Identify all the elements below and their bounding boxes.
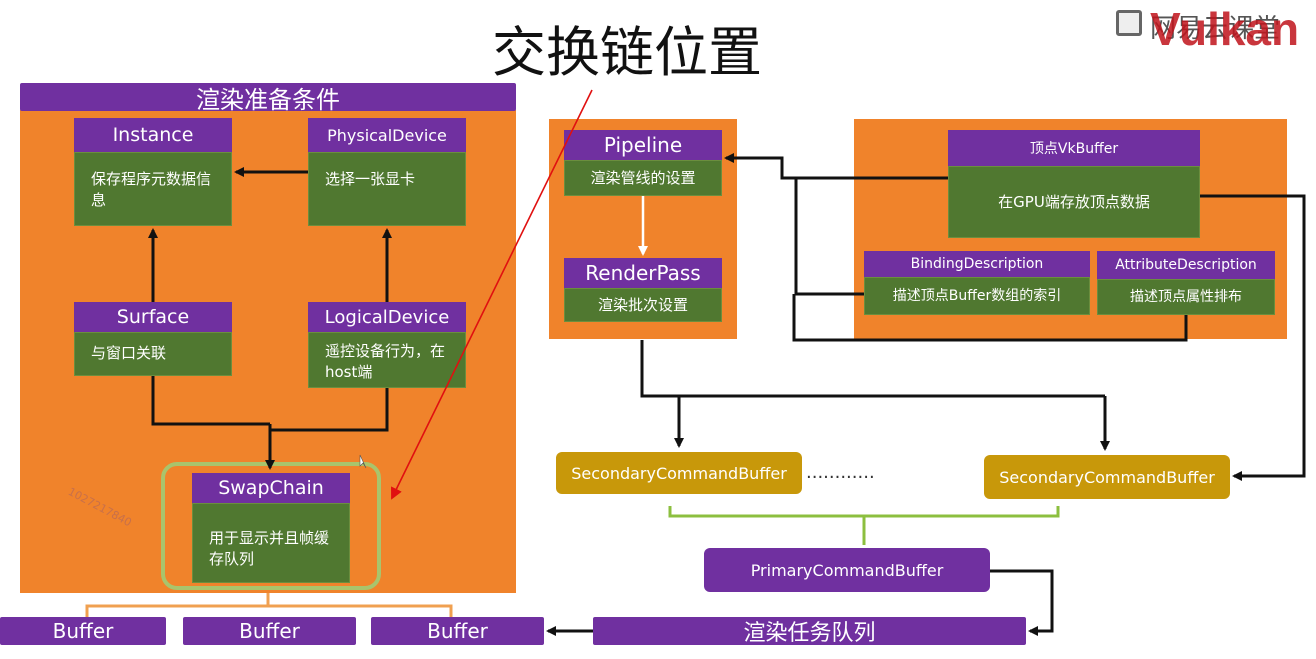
line-logical-down (270, 388, 389, 432)
pipeline-body: 渲染管线的设置 (564, 160, 722, 196)
ellipsis-dots: ............ (806, 462, 875, 483)
buffer-3: Buffer (371, 617, 544, 645)
arrow-vkbuffer-to-pipeline (724, 153, 948, 180)
secondary-bracket (668, 506, 1060, 545)
binding-description-node: BindingDescription 描述顶点Buffer数组的索引 (864, 251, 1090, 315)
buffer-1: Buffer (0, 617, 166, 645)
secondary-command-buffer-1: SecondaryCommandBuffer (556, 452, 802, 494)
binding-description-title: BindingDescription (864, 251, 1090, 277)
attribute-description-body: 描述顶点属性排布 (1097, 279, 1275, 315)
renderpass-body: 渲染批次设置 (564, 288, 722, 322)
page-title: 交换链位置 (492, 21, 762, 84)
instance-body: 保存程序元数据信息 (74, 152, 232, 226)
renderpass-title: RenderPass (564, 258, 722, 288)
physical-device-node: PhysicalDevice 选择一张显卡 (308, 118, 466, 226)
binding-description-body: 描述顶点Buffer数组的索引 (864, 277, 1090, 315)
line-renderpass-down (640, 340, 1105, 398)
swapchain-title: SwapChain (192, 473, 350, 503)
swapchain-body: 用于显示并且帧缓存队列 (192, 503, 350, 583)
logo-text: 网易云课堂 (1150, 14, 1281, 44)
line-attribute-to-pipeline (792, 294, 1188, 342)
logo-brand: Vulkan (1150, 3, 1300, 55)
render-task-queue: 渲染任务队列 (593, 617, 1026, 646)
logo: 网易云课堂 Vulkan (1110, 0, 1316, 60)
swapchain-node: SwapChain 用于显示并且帧缓存队列 (192, 473, 350, 583)
surface-title: Surface (74, 302, 232, 332)
pipeline-title: Pipeline (564, 130, 722, 160)
pipeline-node: Pipeline 渲染管线的设置 (564, 130, 722, 196)
surface-body: 与窗口关联 (74, 332, 232, 376)
arrow-vkbuffer-to-secondary-2 (1200, 194, 1306, 481)
physical-device-body: 选择一张显卡 (308, 152, 466, 226)
buffer-bracket (85, 593, 453, 617)
physical-device-title: PhysicalDevice (308, 118, 466, 152)
arrow-primary-to-queue (990, 569, 1054, 636)
attribute-description-node: AttributeDescription 描述顶点属性排布 (1097, 251, 1275, 315)
primary-command-buffer: PrimaryCommandBuffer (704, 548, 990, 592)
secondary-command-buffer-2: SecondaryCommandBuffer (984, 455, 1230, 499)
surface-node: Surface 与窗口关联 (74, 302, 232, 376)
logical-device-body: 遥控设备行为，在host端 (308, 332, 466, 388)
logo-icon (1116, 10, 1142, 36)
logical-device-title: LogicalDevice (308, 302, 466, 332)
vkbuffer-node: 顶点VkBuffer 在GPU端存放顶点数据 (948, 130, 1200, 238)
line-binding-to-pipeline (794, 178, 864, 296)
vkbuffer-title: 顶点VkBuffer (948, 130, 1200, 166)
logical-device-node: LogicalDevice 遥控设备行为，在host端 (308, 302, 466, 388)
attribute-description-title: AttributeDescription (1097, 251, 1275, 279)
line-surface-down (151, 376, 270, 426)
preparation-panel-header: 渲染准备条件 (20, 83, 516, 114)
vkbuffer-body: 在GPU端存放顶点数据 (948, 166, 1200, 238)
annotation-arrow (391, 89, 593, 500)
renderpass-node: RenderPass 渲染批次设置 (564, 258, 722, 322)
cursor-icon (359, 454, 367, 469)
instance-title: Instance (74, 118, 232, 152)
buffer-2: Buffer (183, 617, 356, 645)
instance-node: Instance 保存程序元数据信息 (74, 118, 232, 226)
